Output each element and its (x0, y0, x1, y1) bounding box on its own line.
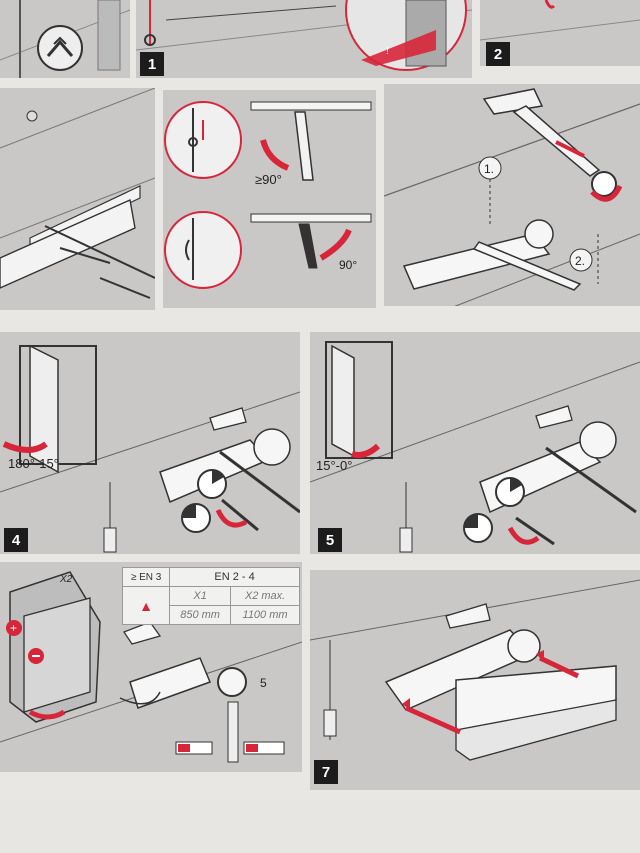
panel-top-left (0, 0, 130, 78)
panel-step-2: 2 (480, 0, 640, 66)
step-5-diagram (310, 341, 640, 553)
x2-label: X2 (60, 574, 73, 585)
val-x2: 1100 mm (230, 605, 300, 625)
svg-text:+: + (10, 621, 17, 635)
step-4-diagram (0, 344, 300, 553)
svg-text:!: ! (386, 46, 389, 57)
panel-step-4: 180°-15° 4 (0, 332, 300, 554)
angle-label-90: 90° (339, 258, 358, 272)
drilling-diagram (0, 88, 155, 299)
step-number-1: 1 (140, 52, 164, 76)
flame-icon: ▲ (121, 586, 171, 625)
step-number-5: 5 (318, 528, 342, 552)
panel-step-3: 1. 2. (384, 84, 640, 306)
panel-mount-drilling (0, 88, 155, 310)
en-class-table: ≥ EN 3 EN 2 - 4 ▲ X1 X2 max. 850 mm 1100… (121, 567, 300, 625)
col-x1: X1 (169, 586, 232, 606)
wrench-icon (294, 111, 314, 181)
callout-label-2: 2. (575, 254, 586, 268)
angle-label-15-0: 15°-0° (316, 458, 353, 473)
step-1-diagram: ! (136, 0, 472, 71)
en-min-cell: ≥ EN 3 (121, 567, 171, 587)
screwdriver-icon (221, 498, 259, 532)
angle-label-ge90: ≥90° (255, 172, 282, 187)
arrow-icon (37, 25, 83, 71)
flame-icon (119, 691, 161, 705)
step-6-diagram: + (0, 571, 302, 763)
detail-circle-bottom (164, 211, 242, 289)
step-number-2: 2 (486, 42, 510, 66)
callout-2 (569, 248, 593, 272)
plus-icon (6, 620, 22, 636)
door-angle-diagram (0, 0, 130, 78)
panel-step-1: ! 1 (136, 0, 472, 78)
screwdriver-icon (298, 223, 318, 269)
step-3-diagram (384, 88, 640, 306)
panel-step-5: 15°-0° 5 (310, 332, 640, 554)
angle-label-180-15: 180°-15° (8, 456, 59, 471)
panel-arm-angle: ≥90° 90° (163, 90, 376, 308)
paper-bottom (0, 800, 640, 853)
en-range-cell: EN 2 - 4 (169, 567, 300, 587)
val-x1: 850 mm (169, 605, 232, 625)
callout-label-1: 1. (484, 162, 495, 176)
size-5-label: 5 (260, 676, 267, 690)
step-2-diagram (480, 0, 640, 41)
step-number-7: 7 (314, 760, 338, 784)
step-7-diagram (310, 579, 640, 761)
step-number-4: 4 (4, 528, 28, 552)
warning-icon (361, 30, 436, 66)
wrench-icon (227, 701, 239, 763)
arm-angle-diagram (164, 101, 372, 289)
panel-step-7: 7 (310, 570, 640, 790)
col-x2: X2 max. (230, 586, 300, 606)
